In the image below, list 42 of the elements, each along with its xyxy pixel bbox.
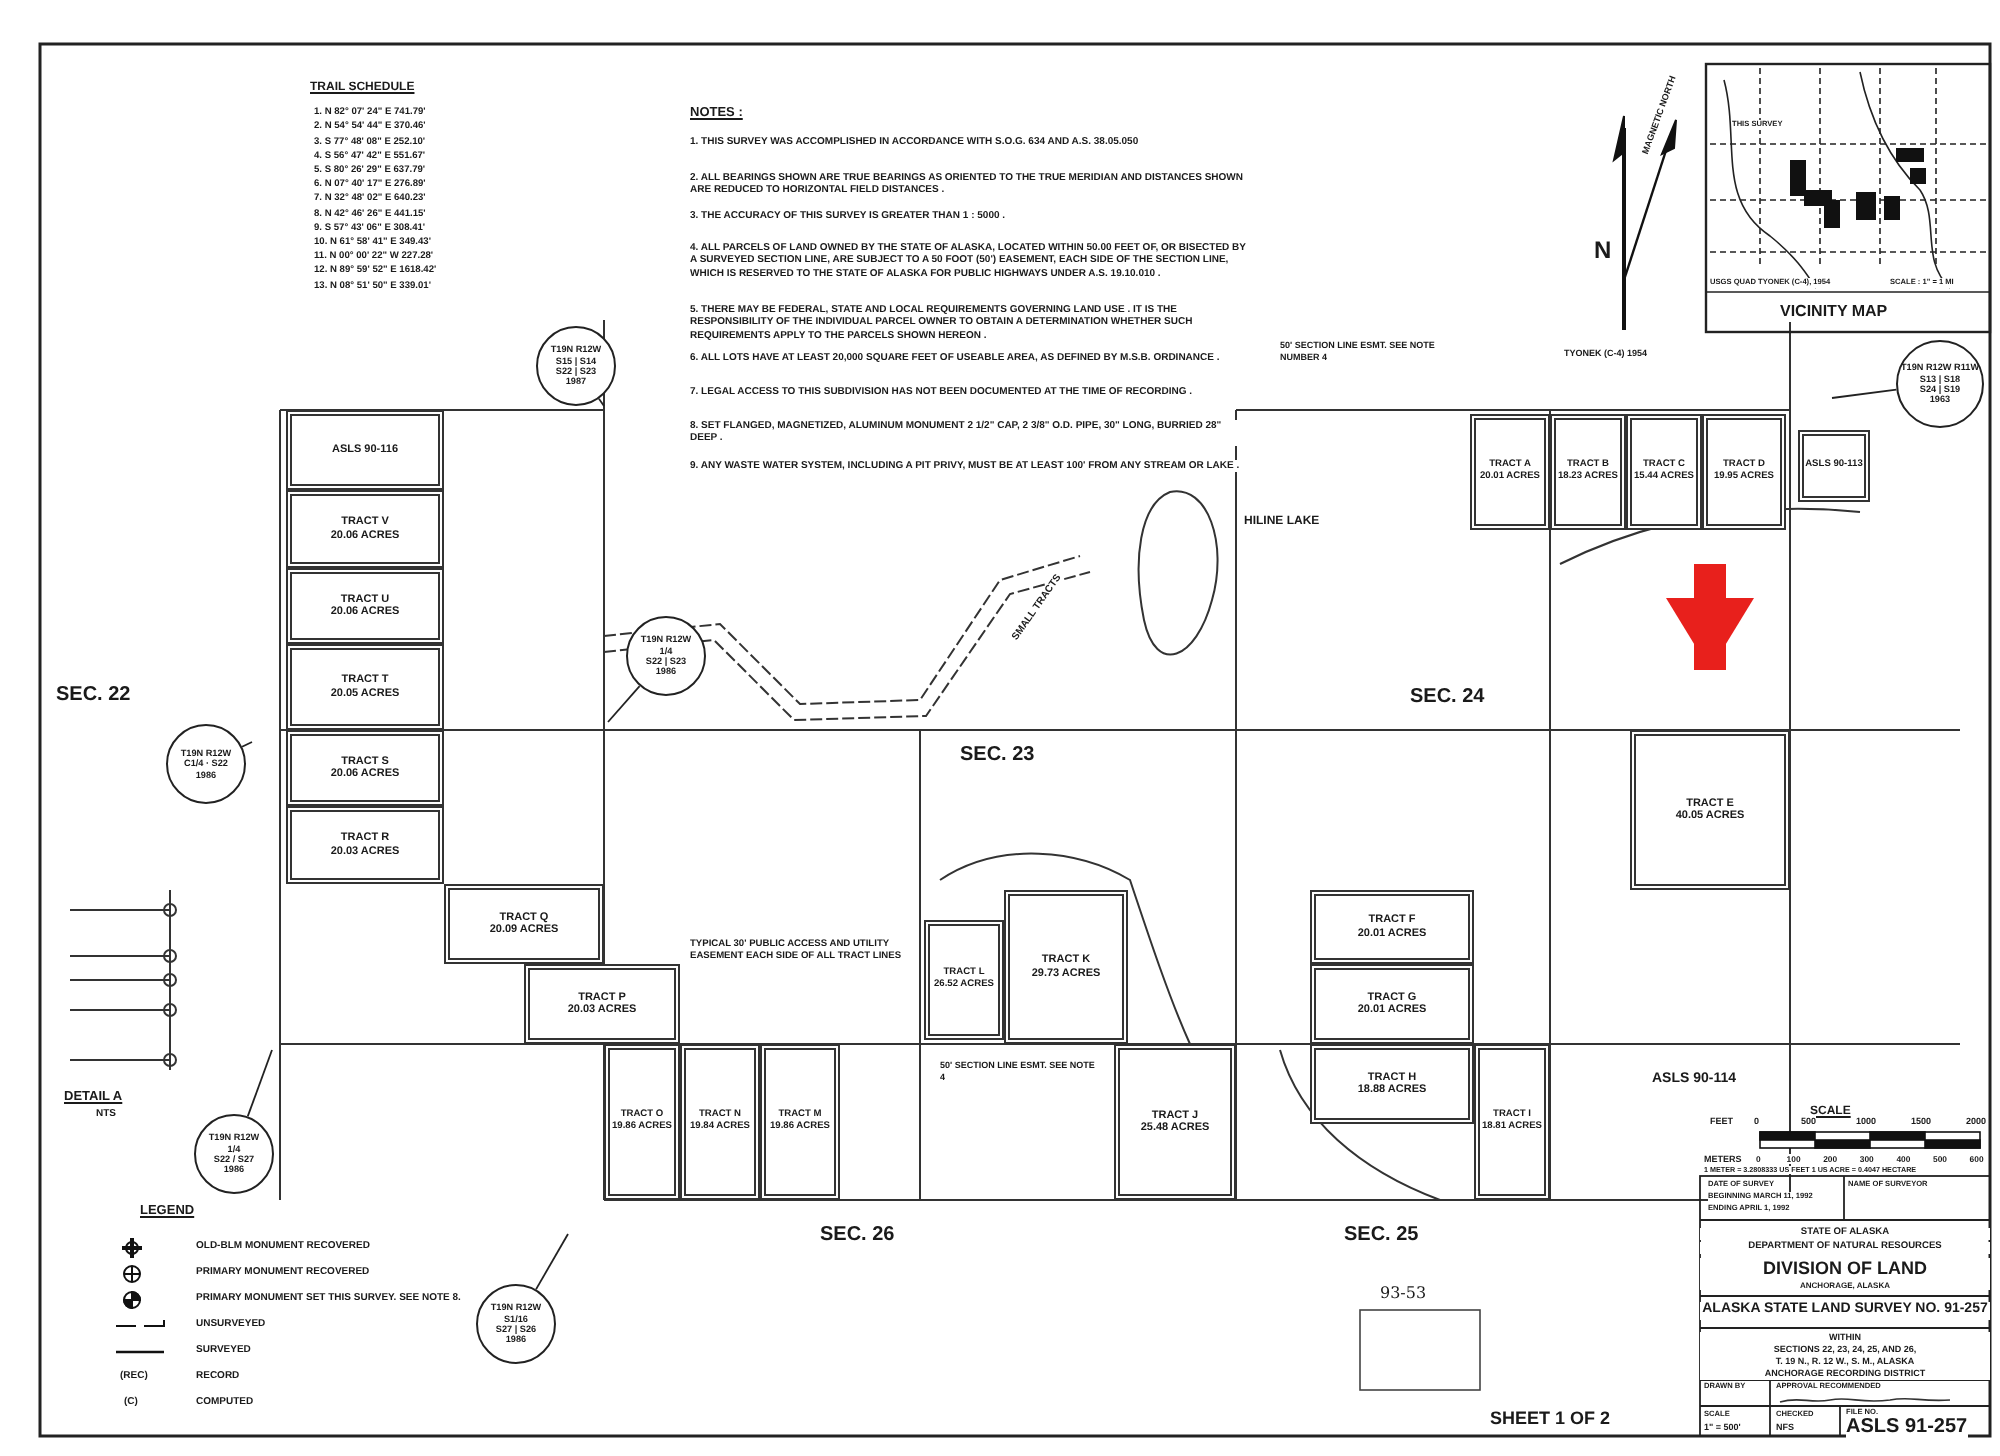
tract-parcel	[1310, 964, 1474, 1044]
leader-line	[535, 1233, 569, 1291]
tract-parcel	[1474, 1044, 1550, 1200]
tract-parcel	[286, 410, 444, 490]
tract-parcel	[286, 806, 444, 884]
tract-parcel	[1310, 890, 1474, 964]
tract-parcel	[760, 1044, 840, 1200]
map-title: VICINITY MAP	[1780, 302, 1888, 322]
tract-parcel	[286, 644, 444, 730]
tract-parcel	[1630, 730, 1790, 890]
tract-parcel	[444, 884, 604, 964]
corner-callout-circle	[194, 1114, 274, 1194]
tract-parcel	[286, 490, 444, 568]
leader-line	[246, 1049, 273, 1118]
leader-line	[607, 685, 641, 723]
pointer-arrow	[1666, 564, 1754, 670]
tract-parcel	[1798, 430, 1870, 502]
tract-parcel	[286, 730, 444, 806]
tract-parcel	[286, 568, 444, 644]
tract-parcel	[1310, 1044, 1474, 1124]
file-number: ASLS 91-257	[1846, 1416, 1968, 1441]
handwritten-number: 93-53	[1380, 1284, 1427, 1304]
tract-parcel	[1114, 1044, 1236, 1200]
corner-callout-circle	[536, 326, 616, 406]
sheet-number: SHEET 1 OF 2	[1490, 1408, 1611, 1431]
tract-parcel	[524, 964, 680, 1044]
corner-callout-circle	[626, 616, 706, 696]
corner-callout-circle	[476, 1284, 556, 1364]
leader-line	[598, 397, 605, 407]
tract-parcel	[1626, 414, 1702, 530]
tract-parcel	[680, 1044, 760, 1200]
leader-line	[1831, 388, 1898, 399]
tract-parcel	[1004, 890, 1128, 1044]
tract-parcel	[604, 1044, 680, 1200]
tract-parcel	[924, 920, 1004, 1040]
corner-callout-circle	[1896, 340, 1984, 428]
tract-parcel	[1702, 414, 1786, 530]
corner-callout-circle	[166, 724, 246, 804]
tract-parcel	[1550, 414, 1626, 530]
tract-parcel	[1470, 414, 1550, 530]
agency-title: DIVISION OF LAND	[1700, 1258, 1990, 1281]
leader-line	[241, 741, 253, 748]
